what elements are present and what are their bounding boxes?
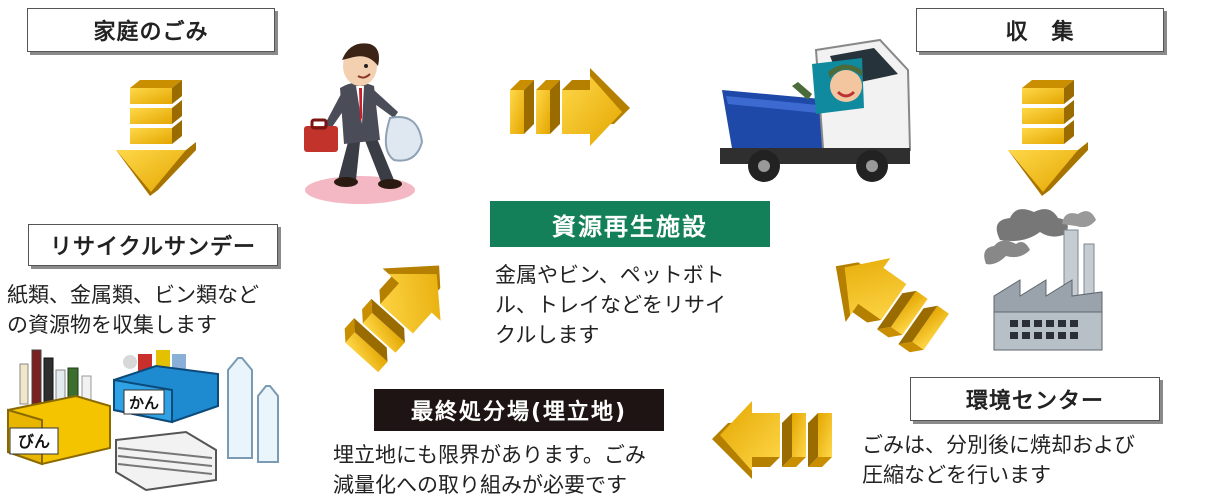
- arrow-down-right-icon: [1008, 80, 1088, 196]
- recycle-sunday-description: 紙類、金属類、ビン類など の資源物を収集します: [7, 280, 307, 340]
- final-disposal-text: 最終処分場(埋立地): [410, 400, 628, 425]
- final-disposal-tag: 最終処分場(埋立地): [374, 389, 664, 431]
- person-with-bag-icon: [304, 43, 424, 204]
- garbage-truck-icon: [720, 38, 912, 182]
- household-waste-text: 家庭のごみ: [93, 20, 209, 45]
- arrow-down-left-icon: [116, 80, 196, 196]
- desc-line: 減量化への取り組みが必要です: [333, 473, 627, 497]
- recycle-sunday-text: リサイクルサンデー: [50, 235, 256, 260]
- desc-line: クルします: [495, 323, 600, 347]
- environment-center-text: 環境センター: [965, 389, 1104, 414]
- desc-line: の資源物を収集します: [7, 313, 217, 337]
- bottle-bin-label: びん: [18, 432, 50, 451]
- environment-center-description: ごみは、分別後に焼却および 圧縮などを行います: [862, 430, 1202, 490]
- recycling-facility-tag: 資源再生施設: [490, 201, 770, 247]
- desc-line: 埋立地にも限界があります。ごみ: [333, 443, 646, 467]
- recycle-sunday-label: リサイクルサンデー: [28, 224, 278, 266]
- collection-label: 収 集: [916, 8, 1164, 52]
- arrow-up-right-icon: [329, 238, 468, 381]
- environment-center-label: 環境センター: [910, 377, 1160, 421]
- factory-icon: [984, 209, 1103, 351]
- desc-line: 圧縮などを行います: [862, 463, 1051, 487]
- desc-line: 金属やビン、ペットボト: [495, 263, 725, 287]
- arrow-up-left-icon: [812, 235, 956, 368]
- collection-text: 収 集: [1005, 20, 1075, 45]
- recycling-facility-text: 資源再生施設: [552, 212, 708, 241]
- desc-line: 紙類、金属類、ビン類など: [7, 283, 259, 307]
- recyclables-icon: びん かん: [7, 349, 279, 492]
- arrow-right-top-icon: [510, 68, 630, 146]
- desc-line: ル、トレイなどをリサイ: [495, 293, 726, 317]
- household-waste-label: 家庭のごみ: [27, 8, 275, 52]
- desc-line: ごみは、分別後に焼却および: [862, 433, 1135, 457]
- can-bin-label: かん: [129, 394, 159, 412]
- arrow-left-bottom-icon: [712, 401, 832, 479]
- final-disposal-description: 埋立地にも限界があります。ごみ 減量化への取り組みが必要です: [333, 440, 713, 500]
- recycling-facility-description: 金属やビン、ペットボト ル、トレイなどをリサイ クルします: [495, 260, 785, 350]
